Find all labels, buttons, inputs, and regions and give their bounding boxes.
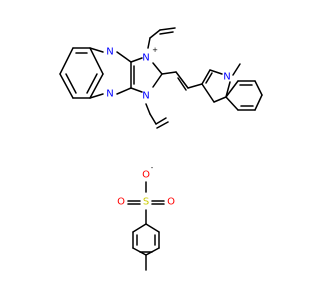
- atom-o-right: O: [167, 197, 175, 208]
- imidazolium-ring: [130, 57, 163, 93]
- atom-n2: N: [106, 89, 113, 100]
- molecule-diagram: N N N + N N S O - O O: [59, 27, 263, 271]
- indole-ring: [201, 63, 263, 111]
- sulfonate-bonds: [127, 181, 165, 205]
- atom-o-minus: O: [142, 170, 150, 181]
- atom-n1: N: [106, 47, 113, 58]
- vinyl-linker: [161, 71, 203, 91]
- structure-canvas: N N N + N N S O - O O: [59, 27, 263, 271]
- allyl-top: [147, 27, 176, 49]
- atom-n-bottom: N: [142, 91, 149, 102]
- cation-charge: +: [152, 46, 158, 54]
- benzo-ring: [59, 47, 104, 99]
- allyl-bottom: [145, 103, 169, 129]
- atom-o-left: O: [117, 197, 125, 208]
- atom-n-plus: N: [142, 53, 149, 64]
- pyrazine-ring: [89, 47, 135, 99]
- atom-s: S: [143, 197, 149, 208]
- anion-charge: -: [151, 164, 154, 172]
- atom-n-indole: N: [223, 72, 230, 83]
- tosylate-ring: [132, 209, 160, 271]
